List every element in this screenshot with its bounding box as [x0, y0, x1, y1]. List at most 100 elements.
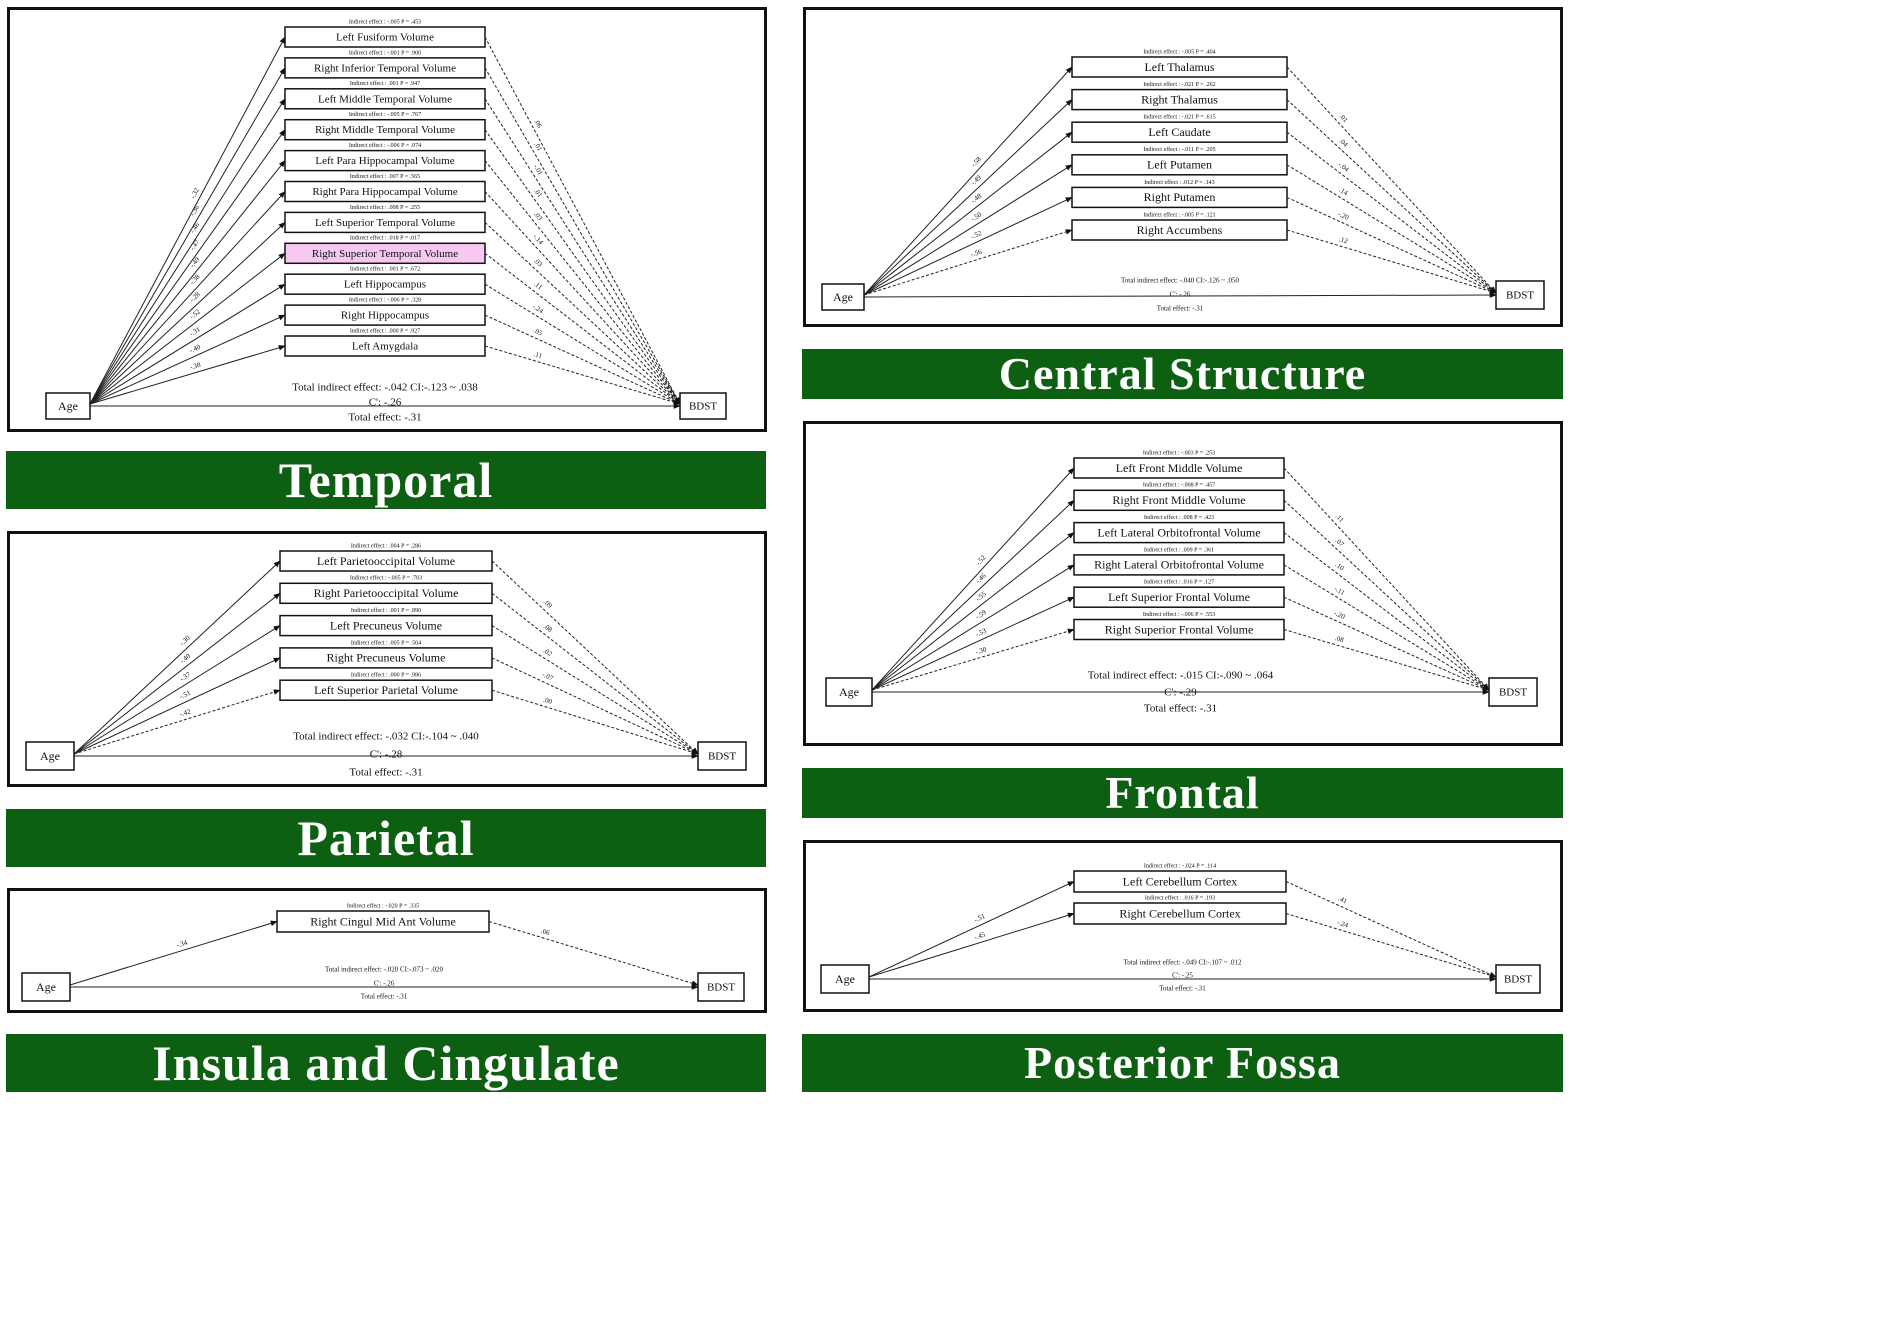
- b-coefficient-label: .11: [1334, 512, 1346, 524]
- mediator-label: Left Lateral Orbitofrontal Volume: [1097, 525, 1260, 539]
- mediator-label: Right Cingul Mid Ant Volume: [310, 914, 456, 928]
- total-indirect-effect: Total indirect effect: -.015 CI:-.090 ~ …: [1088, 670, 1274, 682]
- a-path-arrow: [871, 532, 1075, 691]
- total-indirect-effect: Total indirect effect: -.042 CI:-.123 ~ …: [292, 382, 478, 394]
- mediator-label: Left Thalamus: [1144, 60, 1214, 74]
- a-path-arrow: [89, 252, 286, 405]
- indirect-effect-label: Indirect effect : .016 P = .127: [1144, 579, 1214, 586]
- mediator-label: Right Front Middle Volume: [1112, 493, 1245, 507]
- source-label: Age: [36, 980, 56, 994]
- total-effect: Total effect: -.31: [349, 767, 422, 779]
- a-coefficient-label: -.42: [179, 707, 192, 718]
- direct-effect: C': -.26: [1170, 291, 1191, 299]
- direct-effect: C': -.28: [370, 749, 403, 761]
- banner-temporal: Temporal: [6, 451, 766, 509]
- indirect-effect-label: Indirect effect : -.005 P = .453: [349, 18, 421, 25]
- indirect-effect-label: Indirect effect : -.001 P = .900: [349, 49, 421, 56]
- total-effect: Total effect: -.31: [1157, 305, 1204, 313]
- b-path-arrow: [484, 314, 681, 405]
- a-path-arrow: [868, 912, 1075, 978]
- a-path-arrow: [863, 99, 1073, 296]
- b-path-arrow: [484, 160, 681, 405]
- indirect-effect-label: Indirect effect : .009 P = .361: [1144, 546, 1214, 553]
- b-path-arrow: [1283, 564, 1490, 691]
- a-path-arrow: [871, 596, 1075, 691]
- indirect-effect-label: Indirect effect : -.005 P = .767: [349, 111, 421, 118]
- a-path-arrow: [73, 560, 281, 755]
- b-coefficient-label: .04: [1338, 137, 1350, 149]
- a-path-arrow: [73, 689, 281, 755]
- source-box: [825, 677, 873, 707]
- b-path-arrow: [1285, 881, 1497, 978]
- b-path-arrow: [488, 921, 699, 986]
- indirect-effect-label: Indirect effect : -.006 P = .553: [1143, 611, 1215, 618]
- indirect-effect-label: Indirect effect : -.020 P = .335: [347, 902, 419, 909]
- a-path-arrow: [73, 592, 281, 755]
- indirect-effect-label: Indirect effect : .000 P = .927: [350, 327, 420, 334]
- a-path-arrow: [871, 628, 1075, 691]
- b-coefficient-label: .11: [533, 350, 544, 360]
- target-box: [697, 972, 745, 1002]
- mediator-label: Left Hippocampus: [344, 279, 426, 291]
- b-coefficient-label: .00: [542, 696, 553, 706]
- target-box: [1495, 280, 1545, 310]
- indirect-effect-label: Indirect effect : .008 P = .255: [350, 204, 420, 211]
- b-path-arrow: [491, 657, 699, 755]
- a-path-arrow: [89, 283, 286, 405]
- source-box: [45, 392, 91, 420]
- a-coefficient-label: -.52: [970, 229, 984, 241]
- indirect-effect-label: Indirect effect : -.005 P = .121: [1143, 211, 1215, 218]
- indirect-effect-label: Indirect effect : .005 P = .504: [351, 639, 421, 646]
- b-path-arrow: [1286, 229, 1497, 294]
- target-box: [1495, 964, 1541, 994]
- indirect-effect-label: Indirect effect : -.006 P = .328: [349, 296, 421, 303]
- indirect-effect-label: Indirect effect : -.003 P = .253: [1143, 449, 1215, 456]
- a-coefficient-label: -.51: [973, 912, 987, 924]
- target-box: [1488, 677, 1538, 707]
- b-path-arrow: [491, 689, 699, 755]
- mediator-label: Left Amygdala: [352, 341, 418, 353]
- b-path-arrow: [1286, 131, 1497, 294]
- direct-effect: C': -.26: [369, 397, 402, 409]
- mediator-label: Left Superior Temporal Volume: [315, 217, 455, 229]
- b-path-arrow: [491, 625, 699, 755]
- source-box: [820, 964, 870, 994]
- target-label: BDST: [707, 982, 735, 994]
- mediator-label: Right Putamen: [1144, 190, 1216, 204]
- a-path-arrow: [73, 625, 281, 755]
- b-path-arrow: [1286, 196, 1497, 294]
- b-coefficient-label: -.20: [1333, 609, 1347, 621]
- b-path-arrow: [484, 191, 681, 405]
- indirect-effect-label: Indirect effect : -.005 P = .404: [1143, 48, 1215, 55]
- indirect-effect-label: Indirect effect : -.021 P = .615: [1143, 114, 1215, 121]
- mediator-label: Left Parietooccipital Volume: [317, 554, 455, 568]
- source-box: [25, 741, 75, 771]
- b-path-arrow: [484, 222, 681, 405]
- source-label: Age: [40, 749, 60, 763]
- b-coefficient-label: .01: [532, 141, 544, 153]
- source-label: Age: [839, 685, 859, 699]
- b-path-arrow: [1283, 467, 1490, 691]
- indirect-effect-label: Indirect effect : .007 P = .565: [350, 173, 420, 180]
- a-coefficient-label: -.51: [178, 689, 192, 701]
- b-path-arrow: [484, 345, 681, 405]
- mediator-label: Right Middle Temporal Volume: [315, 124, 455, 136]
- direct-effect: C': -.25: [1172, 972, 1193, 980]
- mediator-label: Right Para Hippocampal Volume: [312, 186, 457, 198]
- b-coefficient-label: .10: [1334, 561, 1346, 573]
- b-coefficient-label: -.20: [1337, 210, 1351, 222]
- b-path-arrow: [1283, 499, 1490, 691]
- mediator-label: Right Superior Frontal Volume: [1105, 622, 1254, 636]
- b-coefficient-label: .14: [1338, 186, 1350, 198]
- b-path-arrow: [1285, 913, 1497, 978]
- a-path-arrow: [89, 314, 286, 405]
- mediator-label: Left Superior Parietal Volume: [314, 683, 458, 697]
- mediator-label: Right Accumbens: [1137, 223, 1223, 237]
- a-path-arrow: [871, 467, 1075, 691]
- indirect-effect-label: Indirect effect : -.021 P = .262: [1143, 81, 1215, 88]
- b-path-arrow: [1286, 99, 1497, 294]
- a-path-arrow: [89, 67, 286, 405]
